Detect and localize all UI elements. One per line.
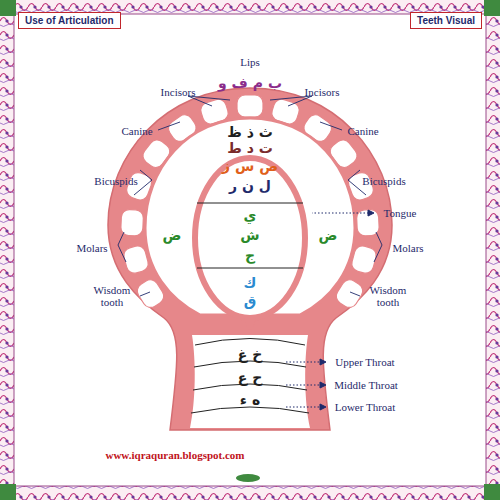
title-box: Use of Articulation (18, 12, 121, 29)
part-label: Bicuspids (362, 175, 405, 187)
uvula (244, 318, 256, 330)
throat (190, 335, 310, 428)
part-label: Middle Throat (334, 379, 398, 391)
arabic-letters: ص س ز (222, 159, 278, 174)
arabic-letters: ج (245, 248, 255, 263)
part-label: Canine (347, 125, 378, 137)
arabic-letters: ث ذ ظ (227, 125, 273, 140)
arabic-letters: ي (244, 208, 257, 223)
palate (145, 118, 355, 315)
part-label: Lower Throat (335, 401, 396, 413)
tooth (237, 95, 263, 117)
part-label: Tongue (384, 207, 417, 219)
part-label: Wisdom tooth (363, 284, 413, 308)
arabic-letters: ق (244, 294, 257, 309)
arabic-letters: خ غ (238, 348, 263, 363)
part-label: Incisors (305, 86, 340, 98)
arabic-letters: ب م ف و (218, 76, 282, 91)
part-label: Upper Throat (335, 356, 394, 368)
arabic-letters: ك (244, 276, 257, 291)
arabic-letters: ل ن ر (229, 179, 271, 194)
part-label: Bicuspids (94, 175, 137, 187)
arabic-letters: ض (319, 228, 338, 243)
title-text: Use of Articulation (25, 15, 114, 26)
arabic-letters: ح ع (238, 371, 263, 386)
leader-lines (118, 96, 382, 296)
arabic-letters: ت د ط (227, 141, 273, 156)
mouth-outline (108, 88, 392, 430)
arabic-letters: ض (163, 228, 182, 243)
tongue (195, 158, 305, 318)
title-text: Teeth Visual (417, 15, 475, 26)
arabic-letters: ه ء (240, 393, 260, 408)
part-label: Wisdom tooth (87, 284, 137, 308)
part-label: Incisors (161, 86, 196, 98)
part-label: Molars (392, 242, 423, 254)
title-box: Teeth Visual (410, 12, 482, 29)
part-label: Canine (121, 125, 152, 137)
part-label: www.iqraquran.blogspot.com (105, 449, 244, 461)
part-label: Lips (240, 56, 260, 68)
part-label: Molars (76, 242, 107, 254)
arabic-letters: ش (240, 228, 259, 243)
